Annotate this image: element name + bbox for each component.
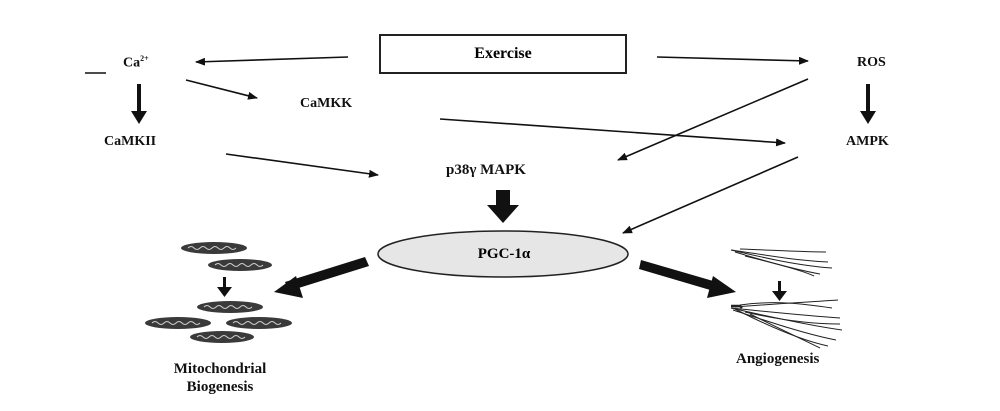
arrow-p38-to-pgc [487, 190, 519, 223]
arrow-ros-to-p38 [617, 78, 809, 161]
arrow-ca-to-camkii [131, 84, 147, 124]
exercise-box: Exercise [379, 34, 627, 74]
pgc1a-text: PGC-1α [477, 245, 531, 262]
arrow-mito-small [217, 277, 232, 297]
mitochondrion-icon [190, 331, 254, 343]
mitochondrion-icon [226, 317, 292, 329]
arrow-camkii-to-p38 [225, 153, 379, 178]
angiogenesis-label: Angiogenesis [736, 351, 820, 367]
arrow-ca-to-camkk [185, 79, 258, 100]
camkk-label: CaMKK [300, 96, 353, 111]
arrow-exercise-to-ca [195, 56, 349, 66]
mito-biogenesis-label: Mitochondrial Biogenesis [140, 360, 300, 396]
blood-vessel-icon [730, 248, 833, 277]
mito-line2: Biogenesis [186, 379, 254, 395]
arrow-exercise-to-ros [656, 56, 809, 65]
ca2-label: Ca2+ [123, 54, 149, 72]
arrow-angio-small [772, 281, 787, 301]
camkii-label: CaMKII [104, 134, 157, 149]
ampk-label: AMPK [846, 134, 889, 149]
mitochondrion-icon [181, 242, 247, 254]
ros-label: ROS [857, 55, 886, 70]
p38-mapk-label: p38γ MAPK [446, 162, 526, 178]
arrow-ros-to-ampk [860, 84, 876, 124]
arrow-camkk-to-ampk [439, 118, 786, 147]
exercise-label: Exercise [474, 45, 532, 62]
mitochondrion-icon [145, 317, 211, 329]
arrow-pgc-to-mito [274, 257, 369, 298]
arrow-pgc-to-angio [639, 260, 736, 298]
mitochondrion-icon [208, 259, 272, 271]
ca-base-text: Ca [123, 55, 141, 71]
ca-charge-text: 2+ [140, 54, 149, 63]
arrow-ampk-to-pgc [622, 156, 799, 234]
mito-line1: Mitochondrial [173, 361, 267, 377]
mitochondrion-icon [197, 301, 263, 313]
blood-vessel-icon [730, 299, 843, 349]
pgc1a-label: PGC-1α [379, 231, 629, 277]
pgc1a-ellipse [377, 230, 629, 278]
